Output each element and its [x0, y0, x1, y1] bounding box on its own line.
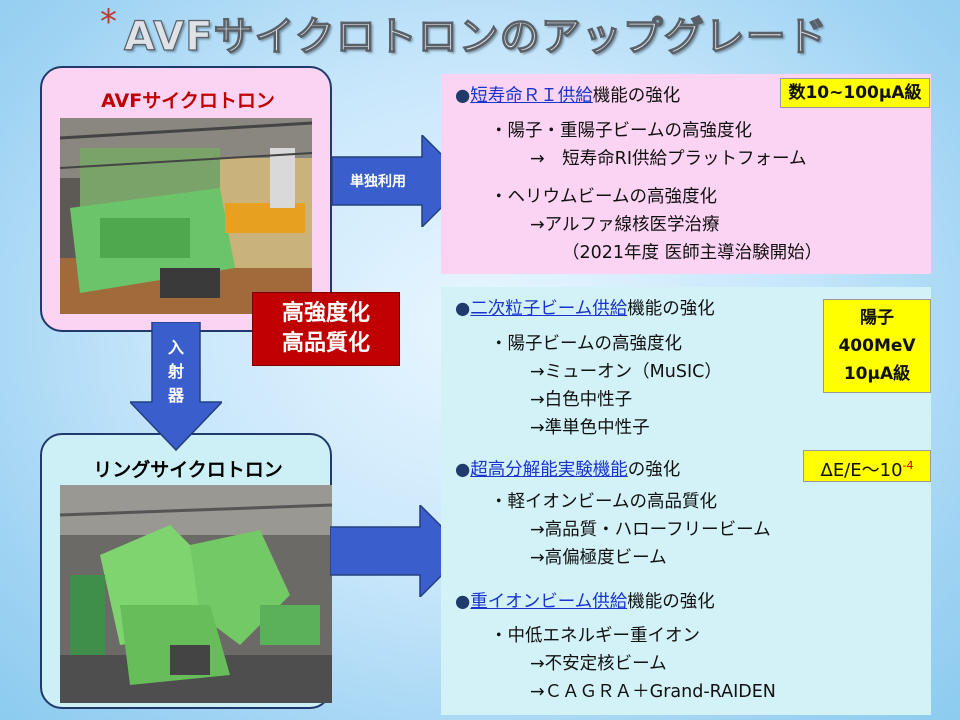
standalone-arrow-label: 単独利用: [350, 174, 406, 190]
ring-cyclotron-photo: [60, 485, 332, 703]
section2-line: →ミューオン（MuSIC）: [530, 362, 722, 382]
section3-line: ・軽イオンビームの高品質化: [490, 492, 717, 512]
avf-cyclotron-photo: [60, 118, 312, 314]
injector-arrow-label: 入 射 器: [167, 338, 184, 405]
slide-title: AVFサイクロトロンのアップグレード: [123, 13, 828, 60]
section1-heading: ●短寿命ＲＩ供給機能の強化: [455, 86, 681, 106]
title-star: *: [100, 2, 117, 42]
avf-cyclotron-box: AVFサイクロトロン: [40, 66, 332, 332]
section4-line: ・中低エネルギー重イオン: [490, 626, 700, 646]
section2-line: ・陽子ビームの高強度化: [490, 334, 682, 354]
section1-line: →アルファ線核医学治療: [530, 215, 720, 235]
section2-line: →準単色中性子: [530, 418, 650, 438]
section1-line: （2021年度 医師主導治験開始）: [562, 243, 823, 263]
section3-heading: ●超高分解能実験機能の強化: [455, 460, 681, 480]
enhancement-label-line2: 高品質化: [281, 331, 370, 356]
ring-cyclotron-box: リングサイクロトロン: [40, 433, 332, 709]
section3-line: →高品質・ハローフリービーム: [530, 520, 771, 540]
injector-arrow: 入 射 器: [128, 321, 224, 452]
section4-line: →ＣＡＧＲＡ＋Grand-RAIDEN: [530, 682, 776, 702]
section4-heading: ●重イオンビーム供給機能の強化: [455, 592, 715, 612]
enhancement-label: 高強度化 高品質化: [252, 292, 400, 366]
section4-line: →不安定核ビーム: [530, 654, 667, 674]
section1-badge: 数10~100μA級: [780, 78, 930, 108]
section2-line: →白色中性子: [530, 390, 633, 410]
section2-heading: ●二次粒子ビーム供給機能の強化: [455, 299, 715, 319]
avf-cyclotron-title: AVFサイクロトロン: [101, 90, 275, 112]
section1-line: ・ヘリウムビームの高強度化: [490, 187, 717, 207]
section2-badge: 陽子 400MeV 10μA級: [823, 299, 931, 393]
section3-line: →高偏極度ビーム: [530, 548, 667, 568]
section1-line: ・陽子・重陽子ビームの高強度化: [490, 121, 752, 141]
ring-cyclotron-title: リングサイクロトロン: [93, 459, 283, 481]
section3-badge: ΔE/E〜10-4: [803, 450, 931, 482]
section1-line: → 短寿命RI供給プラットフォーム: [530, 149, 807, 169]
enhancement-label-line1: 高強度化: [281, 301, 370, 326]
